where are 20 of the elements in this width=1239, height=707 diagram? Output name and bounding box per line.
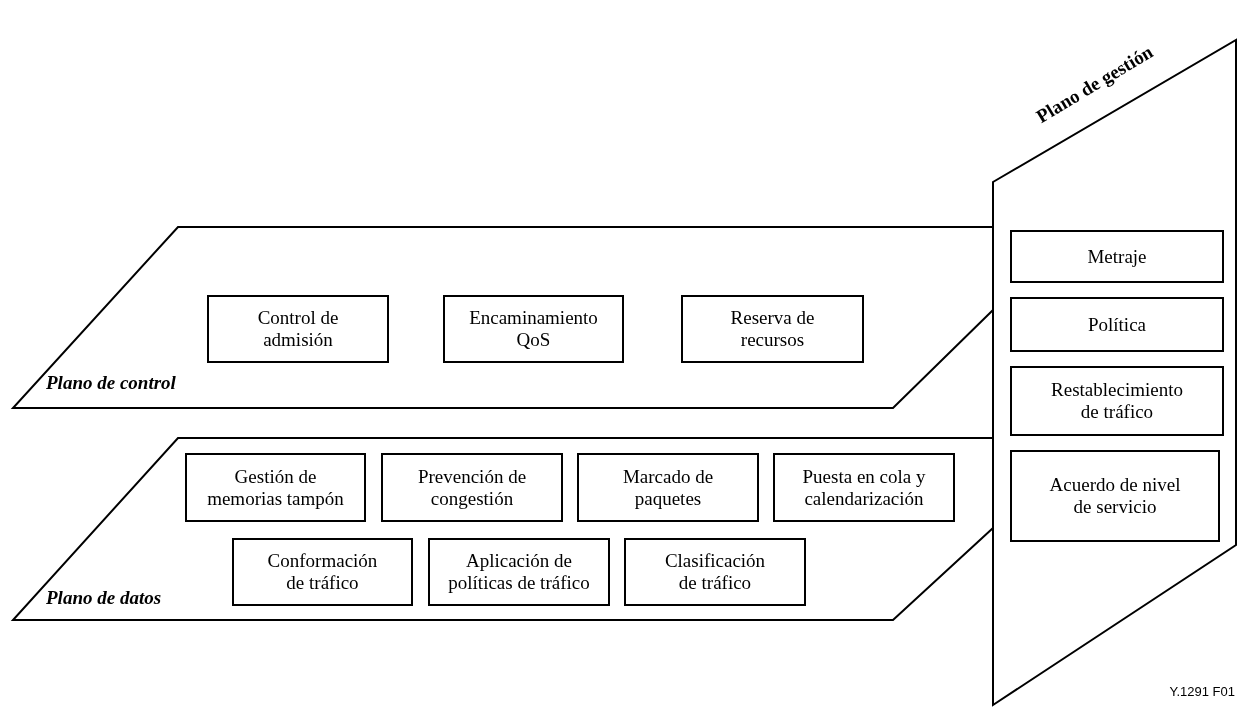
function-box: Metraje <box>1010 230 1224 283</box>
function-box: Marcado de paquetes <box>577 453 759 522</box>
function-box: Acuerdo de nivel de servicio <box>1010 450 1220 542</box>
function-box: Restablecimiento de tráfico <box>1010 366 1224 436</box>
plane-panel <box>12 225 993 410</box>
function-box: Encaminamiento QoS <box>443 295 624 363</box>
figure-code: Y.1291 F01 <box>1169 683 1235 701</box>
plane-title: Plano de control <box>46 371 176 395</box>
function-box: Política <box>1010 297 1224 352</box>
function-box: Reserva de recursos <box>681 295 864 363</box>
function-box: Aplicación de políticas de tráfico <box>428 538 610 606</box>
function-box: Prevención de congestión <box>381 453 563 522</box>
plane-title: Plano de datos <box>46 586 162 610</box>
function-box: Puesta en cola y calendarización <box>773 453 955 522</box>
plane-panel <box>992 38 1238 707</box>
function-box: Clasificación de tráfico <box>624 538 806 606</box>
function-box: Conformación de tráfico <box>232 538 413 606</box>
function-box: Control de admisión <box>207 295 389 363</box>
function-box: Gestión de memorias tampón <box>185 453 366 522</box>
plane-panel <box>12 436 993 622</box>
